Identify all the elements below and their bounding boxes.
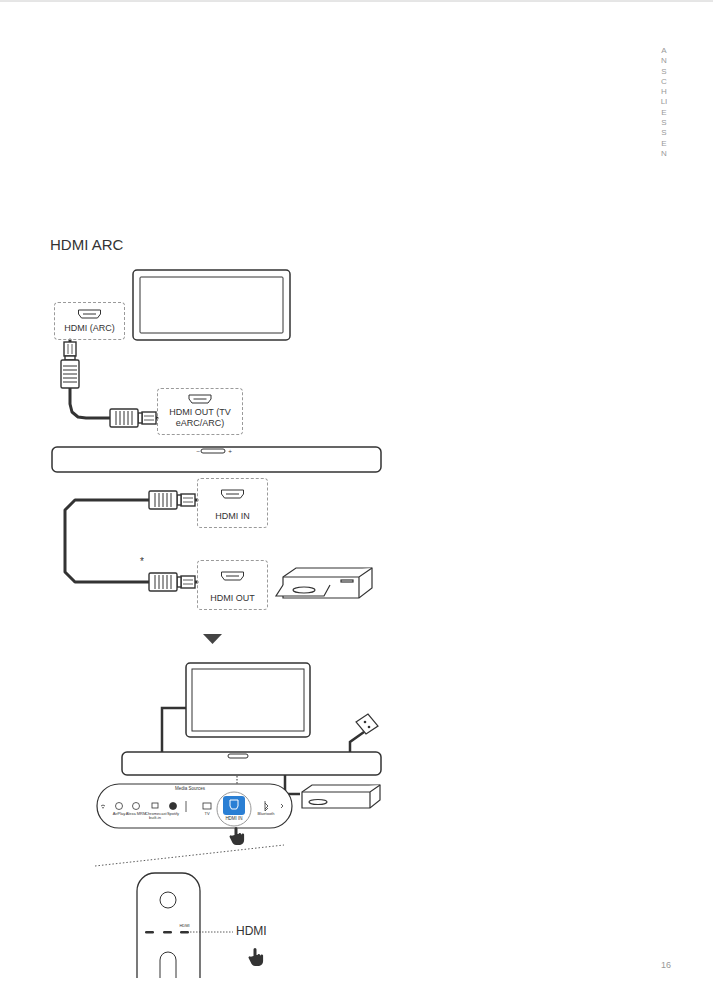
page-rule — [0, 1, 713, 2]
source-label: TV — [204, 812, 209, 816]
hdmi-plug — [110, 409, 156, 427]
soundbar-top: − + — [52, 447, 381, 472]
media-sources-panel — [97, 784, 292, 828]
section-title: HDMI ARC — [50, 236, 123, 253]
hand-cursor — [230, 827, 245, 845]
source-label: Chromecast built-in — [145, 812, 165, 821]
port-label: HDMI OUT — [203, 593, 262, 604]
hdmi-plug — [149, 573, 195, 591]
port-box: HDMI (ARC) — [54, 302, 125, 340]
player-cable — [285, 775, 300, 794]
page-number: 16 — [661, 961, 671, 971]
hdmi-cable — [70, 340, 157, 418]
hdmi-plug — [149, 491, 195, 509]
hdmi-cable — [65, 500, 197, 582]
zoom-line — [95, 845, 284, 866]
port-label: HDMI OUT (TV eARC/ARC) — [164, 407, 236, 429]
disc-player-bottom — [302, 785, 380, 808]
port-label: HDMI IN — [203, 511, 262, 522]
port-box: HDMI OUT (TV eARC/ARC) — [157, 388, 243, 435]
port-box: HDMI OUT — [197, 560, 268, 610]
leader-line — [190, 932, 233, 933]
wall-socket — [350, 714, 378, 752]
remote-control — [137, 873, 200, 978]
tv-top — [133, 270, 290, 340]
tv-cable — [162, 708, 186, 752]
tv-bottom — [186, 663, 310, 737]
section-tab: ANSCHLIESSEN — [660, 46, 668, 159]
step-arrow — [203, 634, 222, 644]
soundbar-bottom — [122, 752, 381, 775]
hand-cursor — [249, 948, 264, 966]
source-label: AirPlay — [113, 812, 126, 816]
port-label: HDMI (ARC) — [60, 323, 119, 334]
callout-label: HDMI — [236, 925, 267, 938]
source-label: HDMI IN — [225, 817, 242, 822]
source-label: Bluetooth — [258, 812, 275, 816]
hdmi-port-icons — [79, 310, 244, 580]
panel-heading: Media Sources — [175, 787, 205, 792]
svg-text:−: − — [196, 448, 200, 454]
footnote-mark: * — [140, 556, 144, 567]
source-label: Alexa MRM — [126, 812, 147, 816]
button-label: HDMI — [179, 924, 189, 928]
source-label: Spotify — [167, 812, 179, 816]
port-box: HDMI IN — [197, 478, 268, 528]
hdmi-plug — [61, 342, 79, 388]
svg-text:+: + — [228, 448, 232, 454]
leader-line — [237, 776, 238, 784]
disc-player-top — [276, 568, 372, 598]
